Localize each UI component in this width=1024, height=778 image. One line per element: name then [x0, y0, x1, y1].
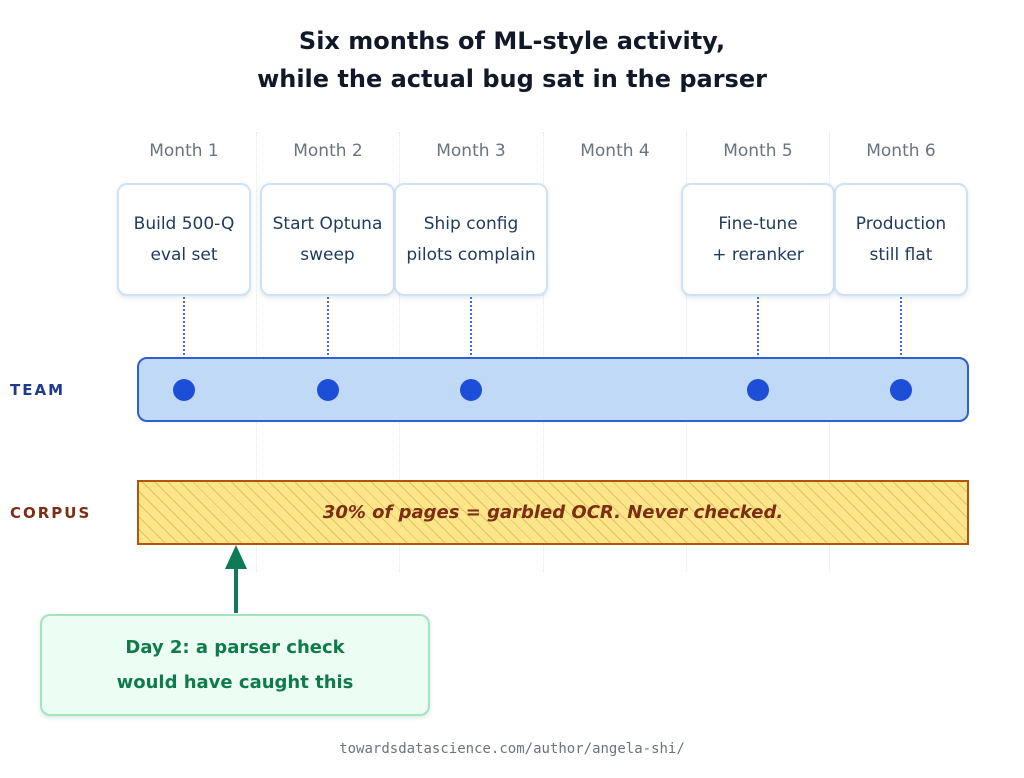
event-card-month-5: Fine-tune + reranker: [681, 183, 835, 296]
event-dot-month-2: [317, 379, 339, 401]
event-connector: [757, 297, 759, 355]
event-text-line-1: Fine-tune: [718, 213, 798, 234]
source-credit: towardsdatascience.com/author/angela-shi…: [339, 741, 685, 757]
event-card-month-6: Production still flat: [834, 183, 968, 296]
event-card-month-3: Ship config pilots complain: [394, 183, 548, 296]
team-row-label: TEAM: [10, 381, 66, 399]
column-divider: [686, 132, 687, 572]
event-text-line-2: sweep: [300, 244, 355, 265]
event-dot-month-3: [460, 379, 482, 401]
event-text-line-1: Production: [855, 213, 947, 234]
event-text-line-2: still flat: [869, 244, 933, 265]
month-label-6: Month 6: [866, 141, 936, 161]
event-dot-month-5: [747, 379, 769, 401]
column-divider: [829, 132, 830, 572]
event-connector: [470, 297, 472, 355]
up-arrow-icon: [225, 545, 247, 613]
column-divider: [543, 132, 544, 572]
event-card-month-2: Start Optuna sweep: [260, 183, 395, 296]
corpus-lane-text: 30% of pages = garbled OCR. Never checke…: [322, 502, 784, 523]
title-line-2: while the actual bug sat in the parser: [257, 65, 767, 93]
month-label-3: Month 3: [436, 141, 506, 161]
callout-line-1: Day 2: a parser check: [125, 637, 345, 658]
team-lane: [137, 357, 969, 422]
month-label-4: Month 4: [580, 141, 650, 161]
event-text-line-1: Start Optuna: [272, 213, 383, 234]
event-dot-month-1: [173, 379, 195, 401]
event-connector: [327, 297, 329, 355]
event-card-month-1: Build 500-Q eval set: [117, 183, 251, 296]
event-text-line-2: pilots complain: [406, 244, 536, 265]
callout-line-2: would have caught this: [116, 672, 354, 693]
corpus-lane: 30% of pages = garbled OCR. Never checke…: [137, 480, 969, 545]
month-label-1: Month 1: [149, 141, 219, 161]
month-label-2: Month 2: [293, 141, 363, 161]
event-connector: [900, 297, 902, 355]
day-2-callout: Day 2: a parser check would have caught …: [40, 614, 430, 716]
diagram-title: Six months of ML-style activity, while t…: [0, 22, 1024, 98]
title-line-1: Six months of ML-style activity,: [298, 27, 726, 55]
event-connector: [183, 297, 185, 355]
column-divider: [256, 132, 257, 572]
event-text-line-2: eval set: [150, 244, 218, 265]
corpus-row-label: CORPUS: [10, 504, 92, 522]
column-divider: [399, 132, 400, 572]
event-text-line-1: Build 500-Q: [133, 213, 235, 234]
event-dot-month-6: [890, 379, 912, 401]
event-text-line-1: Ship config: [423, 213, 519, 234]
month-label-5: Month 5: [723, 141, 793, 161]
event-text-line-2: + reranker: [712, 244, 804, 265]
